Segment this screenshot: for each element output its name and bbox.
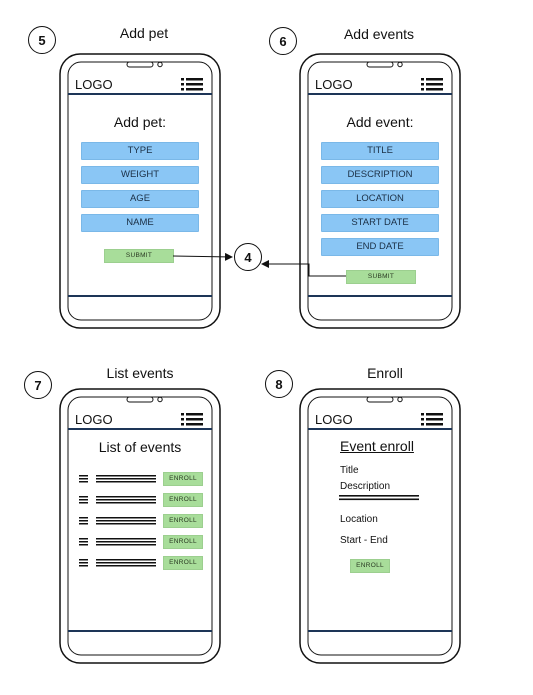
menu-icon[interactable] bbox=[181, 78, 203, 91]
enroll-button[interactable]: ENROLL bbox=[163, 556, 203, 570]
event-dates-label: Start - End bbox=[340, 535, 388, 546]
phone-add-events: LOGO Add event: TITLE DESCRIPTION LOCATI… bbox=[299, 53, 461, 329]
list-item-icon bbox=[79, 475, 156, 483]
list-item-icon bbox=[79, 496, 156, 504]
list-heading: List of events bbox=[98, 439, 182, 455]
list-item-icon bbox=[79, 559, 156, 567]
node-4-label: 4 bbox=[244, 249, 252, 265]
event-list-item[interactable]: ENROLL bbox=[79, 514, 203, 528]
phone-frame bbox=[299, 388, 461, 664]
step-6-label: 6 bbox=[279, 33, 287, 49]
logo: LOGO bbox=[75, 412, 113, 427]
step-8-label: 8 bbox=[275, 376, 283, 392]
logo: LOGO bbox=[315, 77, 353, 92]
step-7-circle: 7 bbox=[24, 371, 52, 399]
form-heading: Add event: bbox=[346, 114, 414, 130]
screen-title-enroll: Enroll bbox=[367, 365, 403, 381]
step-6-circle: 6 bbox=[269, 27, 297, 55]
description-lines bbox=[339, 495, 419, 501]
title-field[interactable]: TITLE bbox=[321, 142, 439, 160]
step-5-label: 5 bbox=[38, 32, 46, 48]
submit-button[interactable]: SUBMIT bbox=[104, 249, 174, 263]
submit-button[interactable]: SUBMIT bbox=[346, 270, 416, 284]
event-list-item[interactable]: ENROLL bbox=[79, 556, 203, 570]
step-5-circle: 5 bbox=[28, 26, 56, 54]
location-field[interactable]: LOCATION bbox=[321, 190, 439, 208]
menu-icon[interactable] bbox=[421, 413, 443, 426]
event-description-label: Description bbox=[340, 481, 391, 492]
weight-field[interactable]: WEIGHT bbox=[81, 166, 199, 184]
type-field[interactable]: TYPE bbox=[81, 142, 199, 160]
step-8-circle: 8 bbox=[265, 370, 293, 398]
node-4-circle: 4 bbox=[234, 243, 262, 271]
enroll-button[interactable]: ENROLL bbox=[163, 535, 203, 549]
event-list-item[interactable]: ENROLL bbox=[79, 472, 203, 486]
logo: LOGO bbox=[315, 412, 353, 427]
menu-icon[interactable] bbox=[421, 78, 443, 91]
step-7-label: 7 bbox=[34, 377, 42, 393]
event-location-label: Location bbox=[340, 514, 378, 525]
enroll-button[interactable]: ENROLL bbox=[163, 493, 203, 507]
enroll-button[interactable]: ENROLL bbox=[163, 472, 203, 486]
phone-list-events: LOGO List of events ENROLL ENROLL ENROLL… bbox=[59, 388, 221, 664]
list-item-icon bbox=[79, 517, 156, 525]
screen-title-add-pet: Add pet bbox=[119, 25, 169, 41]
menu-icon[interactable] bbox=[181, 413, 203, 426]
form-heading: Add pet: bbox=[113, 114, 167, 130]
age-field[interactable]: AGE bbox=[81, 190, 199, 208]
phone-enroll: LOGO Event enroll Title Description Loca… bbox=[299, 388, 461, 664]
phone-add-pet: LOGO Add pet: TYPE WEIGHT AGE NAME SUBMI… bbox=[59, 53, 221, 329]
event-title-label: Title bbox=[340, 465, 359, 476]
name-field[interactable]: NAME bbox=[81, 214, 199, 232]
phone-frame bbox=[59, 388, 221, 664]
enroll-button[interactable]: ENROLL bbox=[163, 514, 203, 528]
logo: LOGO bbox=[75, 77, 113, 92]
end-date-field[interactable]: END DATE bbox=[321, 238, 439, 256]
event-list-item[interactable]: ENROLL bbox=[79, 535, 203, 549]
enroll-button[interactable]: ENROLL bbox=[350, 559, 390, 573]
screen-title-add-events: Add events bbox=[343, 26, 415, 42]
event-list-item[interactable]: ENROLL bbox=[79, 493, 203, 507]
list-item-icon bbox=[79, 538, 156, 546]
enroll-heading: Event enroll bbox=[340, 438, 414, 454]
start-date-field[interactable]: START DATE bbox=[321, 214, 439, 232]
screen-title-list-events: List events bbox=[106, 365, 174, 381]
description-field[interactable]: DESCRIPTION bbox=[321, 166, 439, 184]
